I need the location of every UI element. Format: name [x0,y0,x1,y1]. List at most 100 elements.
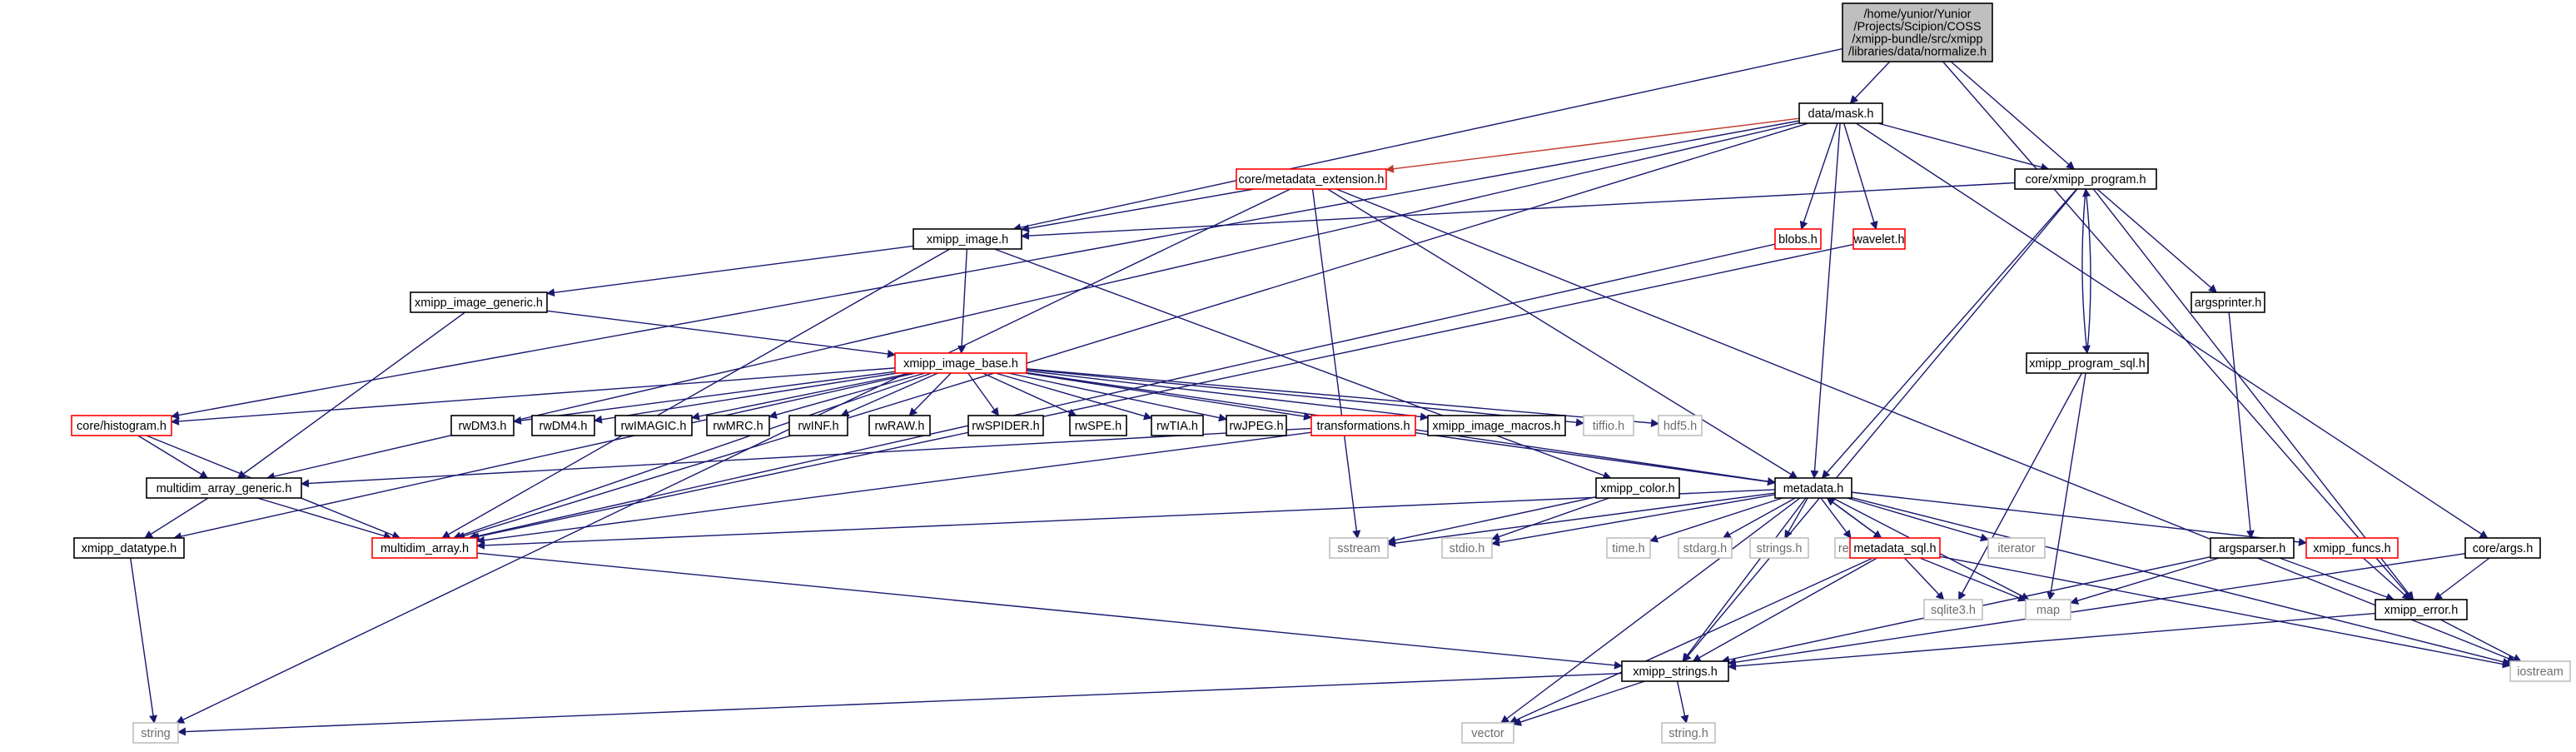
node-box-rwDM3 [450,415,515,436]
edge-meta_ext-to-metadata [1327,188,1798,479]
node-stdarg[interactable]: stdarg.h [1678,537,1733,559]
node-label-root: /home/yunior/Yunior/Projects/Scipion/COS… [1848,8,1987,59]
edge-img-to-img_generic [546,245,914,297]
edge-img_base-to-rwINF [840,372,938,416]
node-rwDM4[interactable]: rwDM4.h [531,415,595,436]
node-label-img: xmipp_image.h [927,233,1008,247]
edge-mda_generic-to-mda [256,497,392,540]
node-transformations[interactable]: transformations.h [1310,415,1416,436]
node-time[interactable]: time.h [1606,537,1651,559]
node-label-funcs: xmipp_funcs.h [2313,542,2391,555]
node-rwTIA[interactable]: rwTIA.h [1151,415,1204,436]
node-label-blobs: blobs.h [1778,233,1818,247]
node-box-blobs [1774,228,1822,250]
node-label-hdf5: hdf5.h [1663,420,1697,433]
node-tiffio[interactable]: tiffio.h [1583,415,1634,436]
node-label-stdio: stdio.h [1450,542,1485,555]
node-label-rwIMAGIC: rwIMAGIC.h [621,420,687,433]
node-color[interactable]: xmipp_color.h [1595,477,1680,499]
node-rwINF[interactable]: rwINF.h [788,415,848,436]
edge-metadata-to-mda [476,489,1776,550]
node-string_h[interactable]: string.h [1661,722,1716,744]
node-meta_ext[interactable]: core/metadata_extension.h [1236,168,1387,190]
edge-meta_sql-to-iostream [1939,555,2511,669]
node-label-vector: vector [1471,727,1504,740]
edge-img_base-to-histogram [171,367,896,426]
node-map[interactable]: map [2025,599,2071,620]
node-wavelet[interactable]: wavelet.h [1852,228,1906,250]
node-img_generic[interactable]: xmipp_image_generic.h [410,291,548,313]
node-histogram[interactable]: core/histogram.h [71,415,172,436]
node-string[interactable]: string [132,722,179,744]
node-box-metadata [1774,477,1852,499]
node-box-rwTIA [1151,415,1204,436]
node-iostream[interactable]: iostream [2509,660,2571,682]
node-sqlite3[interactable]: sqlite3.h [1923,599,1983,620]
node-label-img_macros: xmipp_image_macros.h [1433,420,1561,433]
node-label-prog_sql: xmipp_program_sql.h [2029,357,2145,371]
node-img[interactable]: xmipp_image.h [913,228,1022,250]
node-metadata[interactable]: metadata.h [1774,477,1852,499]
edge-img_base-to-rwDM3 [513,371,896,425]
node-strings_h[interactable]: xmipp_strings.h [1621,660,1729,682]
node-sstream[interactable]: sstream [1329,537,1389,559]
node-vector[interactable]: vector [1461,722,1514,744]
node-root[interactable]: /home/yunior/Yunior/Projects/Scipion/COS… [1842,2,1993,62]
node-rwRAW[interactable]: rwRAW.h [868,415,931,436]
node-img_macros[interactable]: xmipp_image_macros.h [1427,415,1566,436]
node-label-mda: multidim_array.h [380,542,469,555]
node-rwSPE[interactable]: rwSPE.h [1069,415,1127,436]
edge-mda_generic-to-datatype [144,497,209,539]
node-strings[interactable]: strings.h [1749,537,1809,559]
node-label-iterator: iterator [1997,542,2035,555]
node-blobs[interactable]: blobs.h [1774,228,1822,250]
node-box-img_macros [1427,415,1566,436]
edge-img-to-img_base [957,248,968,354]
node-box-rwDM4 [531,415,595,436]
node-hdf5[interactable]: hdf5.h [1658,415,1703,436]
node-box-transformations [1310,415,1416,436]
node-label-string: string [141,727,170,740]
edge-core_prog-to-strings_h [1683,188,2078,662]
edge-metadata-to-vector [1500,497,1801,724]
node-core_prog[interactable]: core/xmipp_program.h [2014,168,2157,190]
node-label-mda_generic: multidim_array_generic.h [157,482,292,496]
edge-strings_h-to-vector [1513,680,1645,726]
node-argsprinter[interactable]: argsprinter.h [2191,291,2265,313]
edge-meta_sql-to-map [1919,557,2026,602]
node-box-rwRAW [868,415,931,436]
edge-mask-to-metadata [1810,122,1841,479]
node-rwJPEG[interactable]: rwJPEG.h [1226,415,1287,436]
node-box-mask [1798,102,1883,124]
edge-transformations-to-mda_generic [301,427,1312,488]
node-argsparser[interactable]: argsparser.h [2210,537,2295,559]
node-label-rwRAW: rwRAW.h [875,420,925,433]
node-label-core_prog: core/xmipp_program.h [2025,173,2146,187]
edge-img_base-to-rwSPE [982,372,1077,416]
node-mask[interactable]: data/mask.h [1798,102,1883,124]
node-iterator[interactable]: iterator [1987,537,2046,559]
edge-img_base-to-transformations [1025,372,1312,421]
node-rwDM3[interactable]: rwDM3.h [450,415,515,436]
edge-mask-to-mda [456,122,1809,540]
node-box-img_base [894,352,1027,374]
node-funcs[interactable]: xmipp_funcs.h [2305,537,2399,559]
node-box-rwIMAGIC [614,415,693,436]
node-error[interactable]: xmipp_error.h [2375,599,2468,620]
node-meta_sql[interactable]: metadata_sql.h [1849,537,1941,559]
node-prog_sql[interactable]: xmipp_program_sql.h [2026,352,2149,374]
node-box-mda [371,537,478,559]
node-mda[interactable]: multidim_array.h [371,537,478,559]
edge-root-to-mask [1849,61,1891,104]
node-mda_generic[interactable]: multidim_array_generic.h [146,477,302,499]
node-label-rwSPIDER: rwSPIDER.h [972,420,1039,433]
node-img_base[interactable]: xmipp_image_base.h [894,352,1027,374]
node-coreargs[interactable]: core/args.h [2464,537,2541,559]
node-stdio[interactable]: stdio.h [1441,537,1493,559]
node-rwMRC[interactable]: rwMRC.h [706,415,770,436]
edge-metadata-to-funcs [1851,491,2307,546]
node-rwSPIDER[interactable]: rwSPIDER.h [967,415,1044,436]
node-rwIMAGIC[interactable]: rwIMAGIC.h [614,415,693,436]
edge-metadata-to-time [1649,497,1783,543]
node-datatype[interactable]: xmipp_datatype.h [73,537,185,559]
